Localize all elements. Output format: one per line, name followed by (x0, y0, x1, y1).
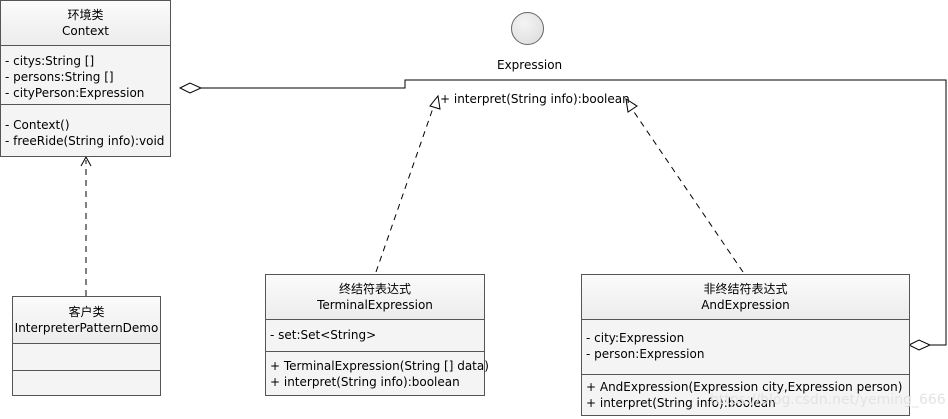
and-op: + interpret(String info):boolean (586, 396, 776, 410)
and-realization-line (631, 108, 744, 273)
terminal-attributes: - set:Set<String> (266, 320, 484, 352)
client-name: InterpreterPatternDemo (14, 321, 159, 335)
context-aggregation-diamond (178, 82, 203, 94)
and-aggregation-line (652, 79, 947, 346)
and-cn-name: 非终结符表达式 (703, 282, 788, 296)
terminal-realization-arrow (429, 94, 441, 110)
terminal-expression-class[interactable]: 终结符表达式 TerminalExpression - set:Set<Stri… (265, 274, 489, 396)
expression-name: Expression (497, 58, 563, 72)
and-attr: - city:Expression (586, 331, 685, 345)
and-operations: + AndExpression(Expression city,Expressi… (582, 375, 909, 416)
context-header: 环境类 Context (1, 1, 170, 46)
and-attr: - person:Expression (586, 347, 705, 361)
and-expression-class[interactable]: 非终结符表达式 AndExpression - city:Expression … (581, 274, 910, 416)
and-attributes: - city:Expression - person:Expression (582, 320, 909, 375)
terminal-attr: - set:Set<String> (270, 328, 377, 342)
and-op: + AndExpression(Expression city,Expressi… (586, 380, 903, 394)
terminal-op: + interpret(String info):boolean (270, 375, 460, 389)
context-attributes: - citys:String [] - persons:String [] - … (1, 46, 170, 105)
client-attributes (13, 344, 160, 371)
context-name: Context (61, 24, 109, 38)
terminal-operations: + TerminalExpression(String [] data) + i… (266, 352, 489, 396)
context-attr: - cityPerson:Expression (5, 86, 145, 100)
context-op: - Context() (5, 118, 70, 132)
context-attr: - citys:String [] (5, 54, 95, 68)
expression-operation: + interpret(String info):boolean (440, 92, 630, 106)
and-realization-arrow (625, 97, 638, 113)
context-aggregation-line (201, 79, 652, 89)
context-cn-name: 环境类 (67, 8, 104, 22)
context-class[interactable]: 环境类 Context - citys:String [] - persons:… (0, 0, 171, 157)
terminal-name: TerminalExpression (317, 298, 433, 312)
terminal-op: + TerminalExpression(String [] data) (270, 359, 489, 373)
terminal-cn-name: 终结符表达式 (338, 282, 411, 296)
watermark: https://blog.csdn.net/yeming_666 (710, 392, 946, 408)
context-attr: - persons:String [] (5, 70, 114, 84)
context-operations: - Context() - freeRide(String info):void (1, 105, 170, 157)
client-class[interactable]: 客户类 InterpreterPatternDemo (12, 296, 161, 396)
client-operations (13, 371, 160, 396)
context-op: - freeRide(String info):void (5, 134, 165, 148)
terminal-header: 终结符表达式 TerminalExpression (266, 275, 484, 320)
and-name: AndExpression (701, 298, 790, 312)
client-dependency-arrow (80, 155, 92, 167)
client-header: 客户类 InterpreterPatternDemo (13, 297, 160, 344)
client-cn-name: 客户类 (68, 305, 105, 319)
expression-interface-icon[interactable] (511, 12, 544, 45)
terminal-realization-line (375, 107, 434, 273)
and-header: 非终结符表达式 AndExpression (582, 275, 909, 320)
and-aggregation-diamond (907, 339, 932, 351)
